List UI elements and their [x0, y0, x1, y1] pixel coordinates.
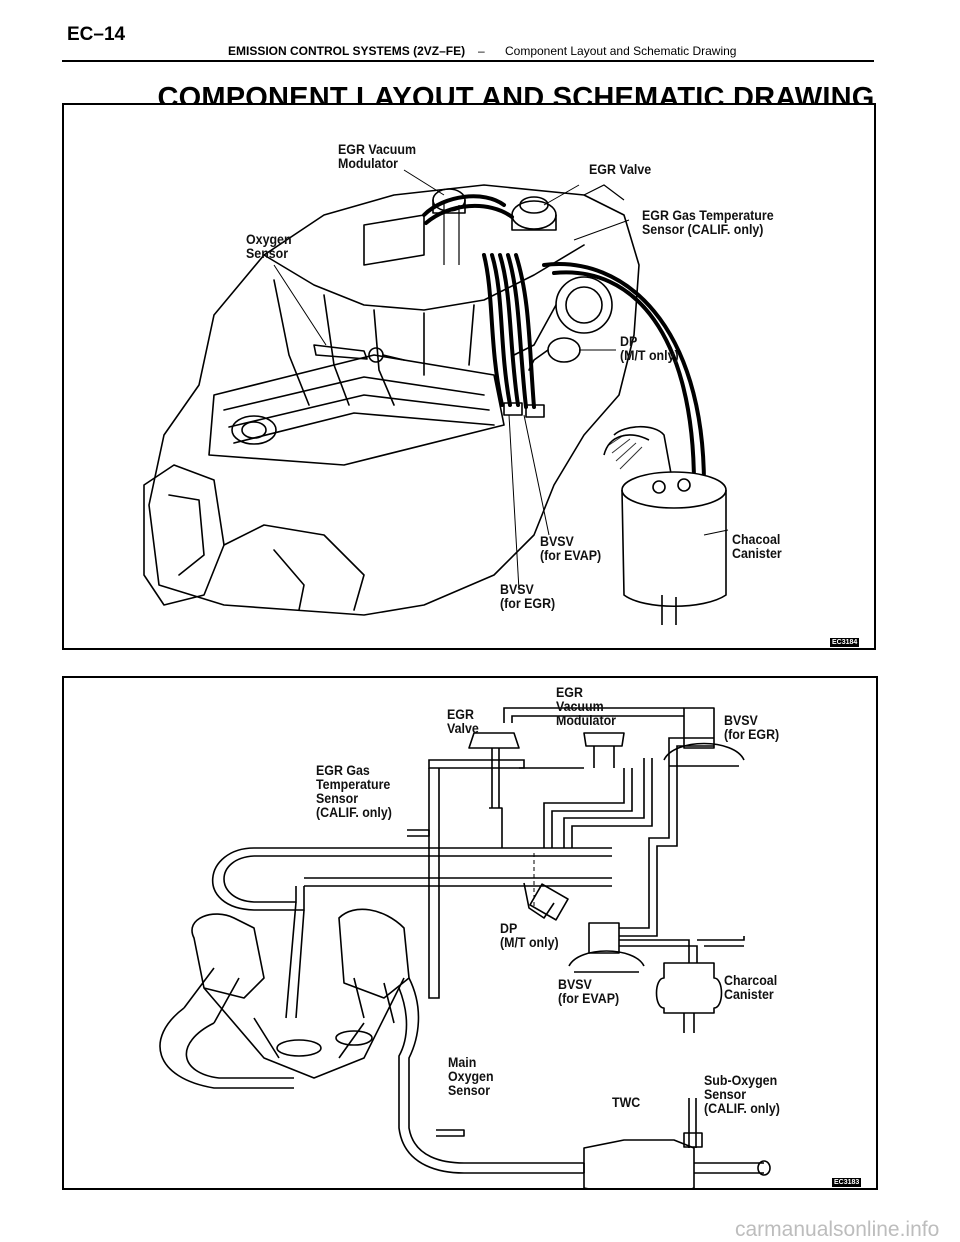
fig1-label-dp: DP (M/T only): [620, 334, 679, 363]
header-separator: –: [478, 44, 485, 58]
fig2-code: EC3183: [832, 1178, 862, 1187]
fig1-label-oxygen-sensor: Oxygen Sensor: [246, 232, 292, 261]
fig2-label-egr-vacuum-modulator: EGR Vacuum Modulator: [556, 685, 617, 728]
fig1-label-egr-vacuum-modulator: EGR Vacuum Modulator: [338, 142, 416, 171]
schematic-illustration: [159, 707, 771, 1188]
header-rule: [62, 60, 874, 62]
fig1-label-charcoal-canister: Chacoal Canister: [732, 532, 782, 561]
fig1-code: EC3184: [830, 638, 860, 647]
fig1-label-bvsv-evap: BVSV (for EVAP): [540, 534, 602, 563]
page-number: EC–14: [67, 24, 126, 45]
fig1-label-bvsv-egr: BVSV (for EGR): [500, 582, 556, 611]
fig2-label-bvsv-egr: BVSV (for EGR): [724, 713, 780, 742]
fig1-label-egr-gas-temperature-sensor: EGR Gas Temperature Sensor (CALIF. only): [642, 208, 774, 237]
fig2-label-charcoal-canister: Charcoal Canister: [724, 973, 778, 1002]
component-layout-figure: EGR Vacuum Modulator EGR Valve EGR Gas T…: [62, 103, 876, 650]
fig2-label-dp: DP (M/T only): [500, 921, 559, 950]
fig2-label-egr-valve: EGR Valve: [447, 707, 479, 736]
engine-illustration: [143, 169, 729, 625]
schematic-drawing-figure: EGR Valve EGR Vacuum Modulator BVSV (for…: [62, 676, 878, 1190]
watermark: carmanualsonline.info: [735, 1218, 940, 1241]
fig2-label-twc: TWC: [612, 1095, 641, 1110]
fig2-label-egr-gas-temperature-sensor: EGR Gas Temperature Sensor (CALIF. only): [316, 763, 392, 820]
fig1-label-egr-valve: EGR Valve: [589, 162, 652, 177]
header-section: EMISSION CONTROL SYSTEMS (2VZ–FE): [228, 44, 466, 58]
fig2-label-main-oxygen-sensor: Main Oxygen Sensor: [448, 1055, 494, 1098]
fig2-label-bvsv-evap: BVSV (for EVAP): [558, 977, 620, 1006]
header-subsection: Component Layout and Schematic Drawing: [505, 44, 737, 58]
fig2-label-sub-oxygen-sensor: Sub-Oxygen Sensor (CALIF. only): [704, 1073, 780, 1116]
